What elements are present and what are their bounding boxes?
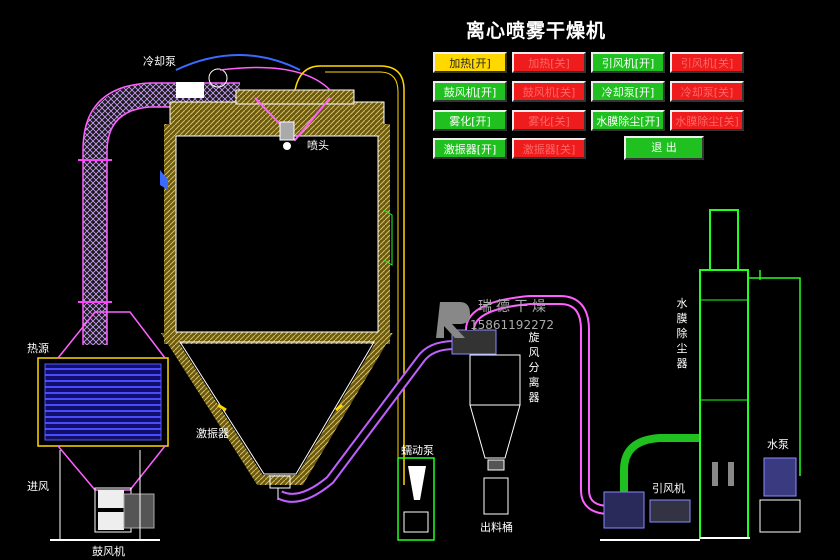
label-peristaltic-pump: 蠕动泵	[401, 444, 434, 457]
label-heat-source: 热源	[27, 342, 49, 355]
label-blower: 鼓风机	[92, 545, 125, 558]
vibrator-on-button[interactable]: 激振器[开]	[433, 138, 507, 159]
cooling-pump-on-button[interactable]: 冷却泵[开]	[591, 81, 665, 102]
return-duct	[465, 295, 611, 515]
page-title: 离心喷雾干燥机	[465, 20, 606, 42]
label-induced-fan: 引风机	[652, 482, 685, 495]
water-pump	[759, 457, 801, 533]
exit-button[interactable]: 退 出	[624, 136, 704, 160]
heat-source	[37, 311, 169, 541]
label-cyclone: 旋风分离器	[528, 331, 540, 404]
cooling-pump-off-button[interactable]: 冷却泵[关]	[670, 81, 744, 102]
cyclone-separator	[451, 329, 521, 515]
label-cooling-pump: 冷却泵	[143, 55, 176, 68]
watermark-phone: 15861192272	[470, 318, 554, 332]
exhaust-duct	[277, 340, 456, 503]
label-air-inlet: 进风	[27, 480, 49, 493]
label-dust-collector: 水膜除尘器	[676, 297, 688, 370]
atomize-on-button[interactable]: 雾化[开]	[433, 110, 507, 131]
heat-off-button[interactable]: 加热[关]	[512, 52, 586, 73]
watermark-brand: 瑞德干燥	[478, 299, 550, 315]
induced-fan	[600, 434, 700, 541]
label-water-pump: 水泵	[767, 438, 789, 451]
feed-line	[294, 65, 405, 485]
watermark-logo	[436, 302, 470, 338]
label-discharge-bucket: 出料桶	[480, 521, 513, 534]
blower-off-button[interactable]: 鼓风机[关]	[512, 81, 586, 102]
atomize-off-button[interactable]: 雾化[关]	[512, 110, 586, 131]
drying-tower	[160, 54, 393, 500]
vibrator-off-button[interactable]: 激振器[关]	[512, 138, 586, 159]
induced-fan-off-button[interactable]: 引风机[关]	[670, 52, 744, 73]
blower-on-button[interactable]: 鼓风机[开]	[433, 81, 507, 102]
label-vibrator: 激振器	[196, 427, 229, 440]
hot-air-duct	[78, 82, 240, 345]
dust-collector-on-button[interactable]: 水膜除尘[开]	[591, 110, 665, 131]
induced-fan-on-button[interactable]: 引风机[开]	[591, 52, 665, 73]
water-film-dust-collector	[699, 209, 801, 539]
heat-on-button[interactable]: 加热[开]	[433, 52, 507, 73]
peristaltic-pump	[397, 457, 435, 541]
dust-collector-off-button[interactable]: 水膜除尘[关]	[670, 110, 744, 131]
label-nozzle: 喷头	[307, 139, 329, 152]
